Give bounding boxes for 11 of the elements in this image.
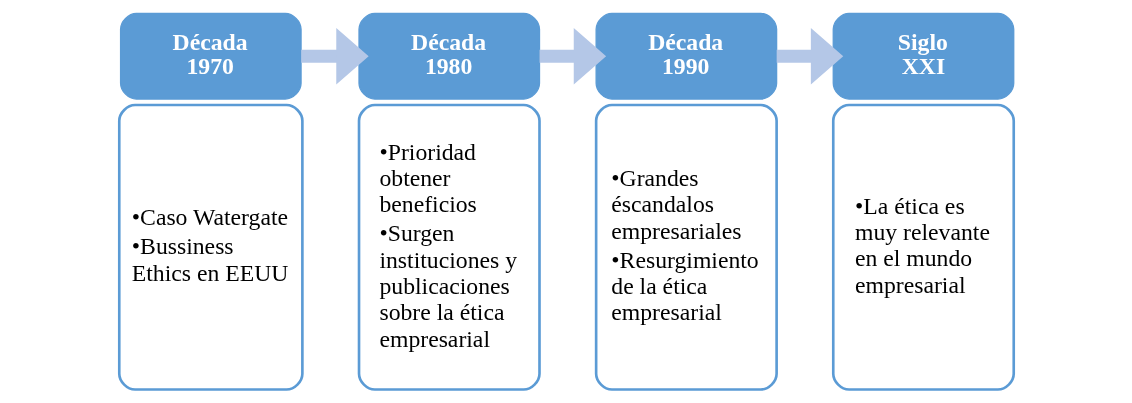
node-box: Década 1980 [357, 12, 540, 100]
arrow [776, 27, 843, 85]
arrow [539, 27, 606, 85]
node-box: Década 1970 [119, 12, 302, 100]
node-box: •Prioridad obtener beneficios •Surgen instituciones y publicaciones sobre la ética empresarial [357, 103, 541, 391]
arrow [300, 27, 369, 85]
node-box: Siglo XXI [832, 12, 1014, 100]
node-box: •La ética es muy relevante en el mundo empresarial [831, 103, 1015, 391]
node-box: Década 1990 [595, 12, 777, 100]
node-box: •Grandes éscandalos empresariales •Resurgimiento de la ética empresarial [594, 103, 778, 391]
node-box: •Caso Watergate •Bussiness Ethics en EEUU [117, 103, 304, 391]
